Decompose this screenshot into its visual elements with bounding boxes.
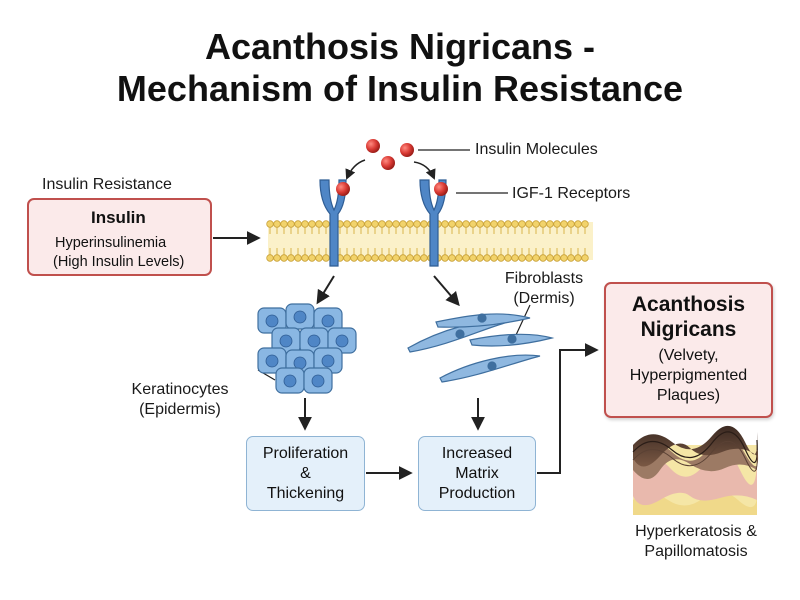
igf1-receptor-left <box>319 179 347 267</box>
skin-histology-illustration <box>632 425 759 515</box>
cell-membrane <box>266 220 593 262</box>
fibroblasts-label: Fibroblasts (Dermis) <box>498 269 590 309</box>
matrix-line-3: Production <box>438 484 516 502</box>
histology-caption-line-2: Papillomatosis <box>644 543 748 560</box>
fibroblasts-cluster <box>407 313 555 383</box>
insulin-resistance-heading: Insulin Resistance <box>42 176 172 193</box>
insulin-molecule <box>381 156 395 170</box>
outcome-desc-line-1: (Velvety, <box>658 347 719 364</box>
keratinocytes-cluster <box>257 303 357 394</box>
matrix-line-1: Increased <box>441 444 513 462</box>
outcome-desc-line-2: Hyperpigmented <box>629 367 748 384</box>
insulin-box-title: Insulin <box>91 208 146 227</box>
keratinocytes-label-line-2: (Epidermis) <box>139 401 221 418</box>
insulin-molecule <box>366 139 380 153</box>
igf1-receptor-right <box>419 179 447 267</box>
binding-arrow-right <box>413 161 436 180</box>
fibroblasts-label-line-1: Fibroblasts <box>504 270 584 287</box>
outcome-desc-line-3: Plaques) <box>656 387 721 404</box>
proliferation-line-1: Proliferation <box>262 444 349 462</box>
keratinocytes-label: Keratinocytes (Epidermis) <box>118 380 242 420</box>
insulin-molecule <box>400 143 414 157</box>
keratinocytes-label-line-1: Keratinocytes <box>131 381 229 398</box>
igf1-receptors-label: IGF-1 Receptors <box>512 185 631 202</box>
binding-arrow-left <box>345 159 366 180</box>
outcome-title-line-1: Acanthosis <box>631 293 746 316</box>
proliferation-line-2: & <box>300 464 311 482</box>
arrow-receptor-to-keratinocytes <box>316 275 335 305</box>
insulin-box: Insulin Hyperinsulinemia (High Insulin L… <box>27 198 212 276</box>
insulin-box-line-2: (High Insulin Levels) <box>53 254 185 270</box>
insulin-box-line-1: Hyperinsulinemia <box>55 235 167 251</box>
page-title: Acanthosis Nigricans - Mechanism of Insu… <box>0 26 800 110</box>
title-line-1: Acanthosis Nigricans - <box>204 26 596 67</box>
fibroblasts-label-line-2: (Dermis) <box>513 290 575 307</box>
histology-caption: Hyperkeratosis & Papillomatosis <box>606 522 786 562</box>
insulin-molecule-bound <box>336 182 350 196</box>
proliferation-box: Proliferation & Thickening <box>246 436 365 511</box>
arrow-receptor-to-fibroblasts <box>433 275 460 307</box>
insulin-molecule-bound <box>434 182 448 196</box>
arrow-matrix-to-outcome <box>537 343 599 474</box>
insulin-molecules-label: Insulin Molecules <box>475 141 598 158</box>
matrix-line-2: Matrix <box>455 464 499 482</box>
outcome-title-line-2: Nigricans <box>640 318 737 341</box>
histology-caption-line-1: Hyperkeratosis & <box>635 523 757 540</box>
matrix-production-box: Increased Matrix Production <box>418 436 536 511</box>
title-line-2: Mechanism of Insulin Resistance <box>116 68 684 109</box>
acanthosis-nigricans-box: Acanthosis Nigricans (Velvety, Hyperpigm… <box>604 282 773 418</box>
proliferation-line-3: Thickening <box>266 484 345 502</box>
